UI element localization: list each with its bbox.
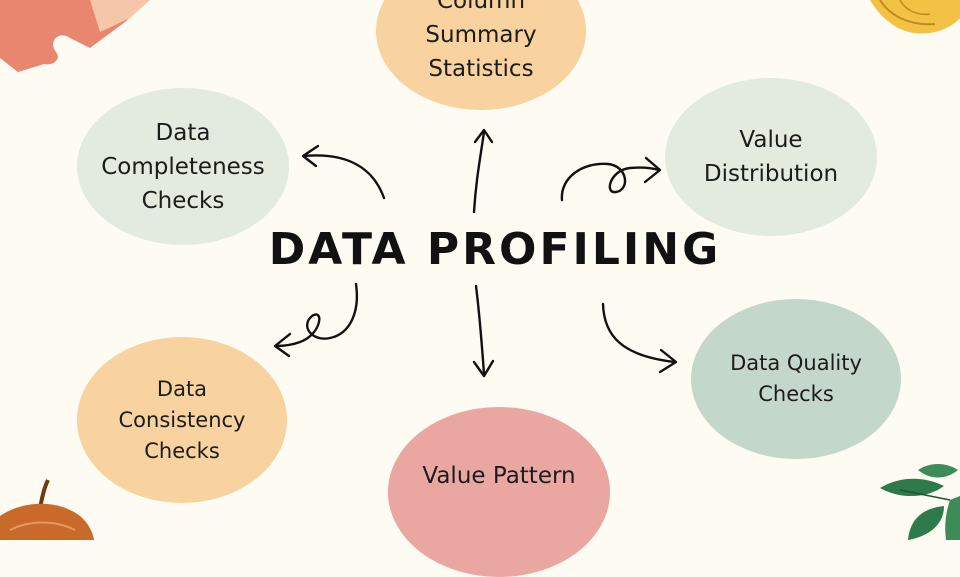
arrow-to-completeness — [301, 144, 386, 200]
node-value-distribution: Value Distribution — [665, 78, 877, 236]
arrow-to-quality — [601, 302, 678, 374]
node-label: Column Summary Statistics — [425, 0, 537, 82]
arrow-to-distribution — [560, 156, 662, 202]
arrow-to-consistency — [273, 282, 359, 358]
center-title: DATA PROFILING — [268, 223, 722, 275]
node-label: Data Completeness Checks — [101, 119, 265, 214]
butterfly-icon — [870, 0, 960, 34]
arrows-layer — [273, 128, 678, 378]
node-label: Data Quality Checks — [730, 351, 862, 406]
node-label: Value Pattern — [422, 463, 576, 489]
leaves-icon — [880, 464, 960, 540]
arrow-to-pattern — [472, 284, 495, 378]
node-data-quality-checks: Data Quality Checks — [691, 299, 901, 459]
node-data-completeness-checks: Data Completeness Checks — [77, 88, 289, 245]
node-data-consistency-checks: Data Consistency Checks — [77, 337, 287, 503]
puzzle-piece-icon — [0, 0, 150, 72]
node-label: Value Distribution — [703, 127, 839, 187]
arrow-to-column-summary — [472, 128, 494, 214]
node-label: Data Consistency Checks — [118, 376, 246, 463]
node-value-pattern: Value Pattern — [388, 407, 610, 577]
apple-icon — [0, 479, 94, 540]
